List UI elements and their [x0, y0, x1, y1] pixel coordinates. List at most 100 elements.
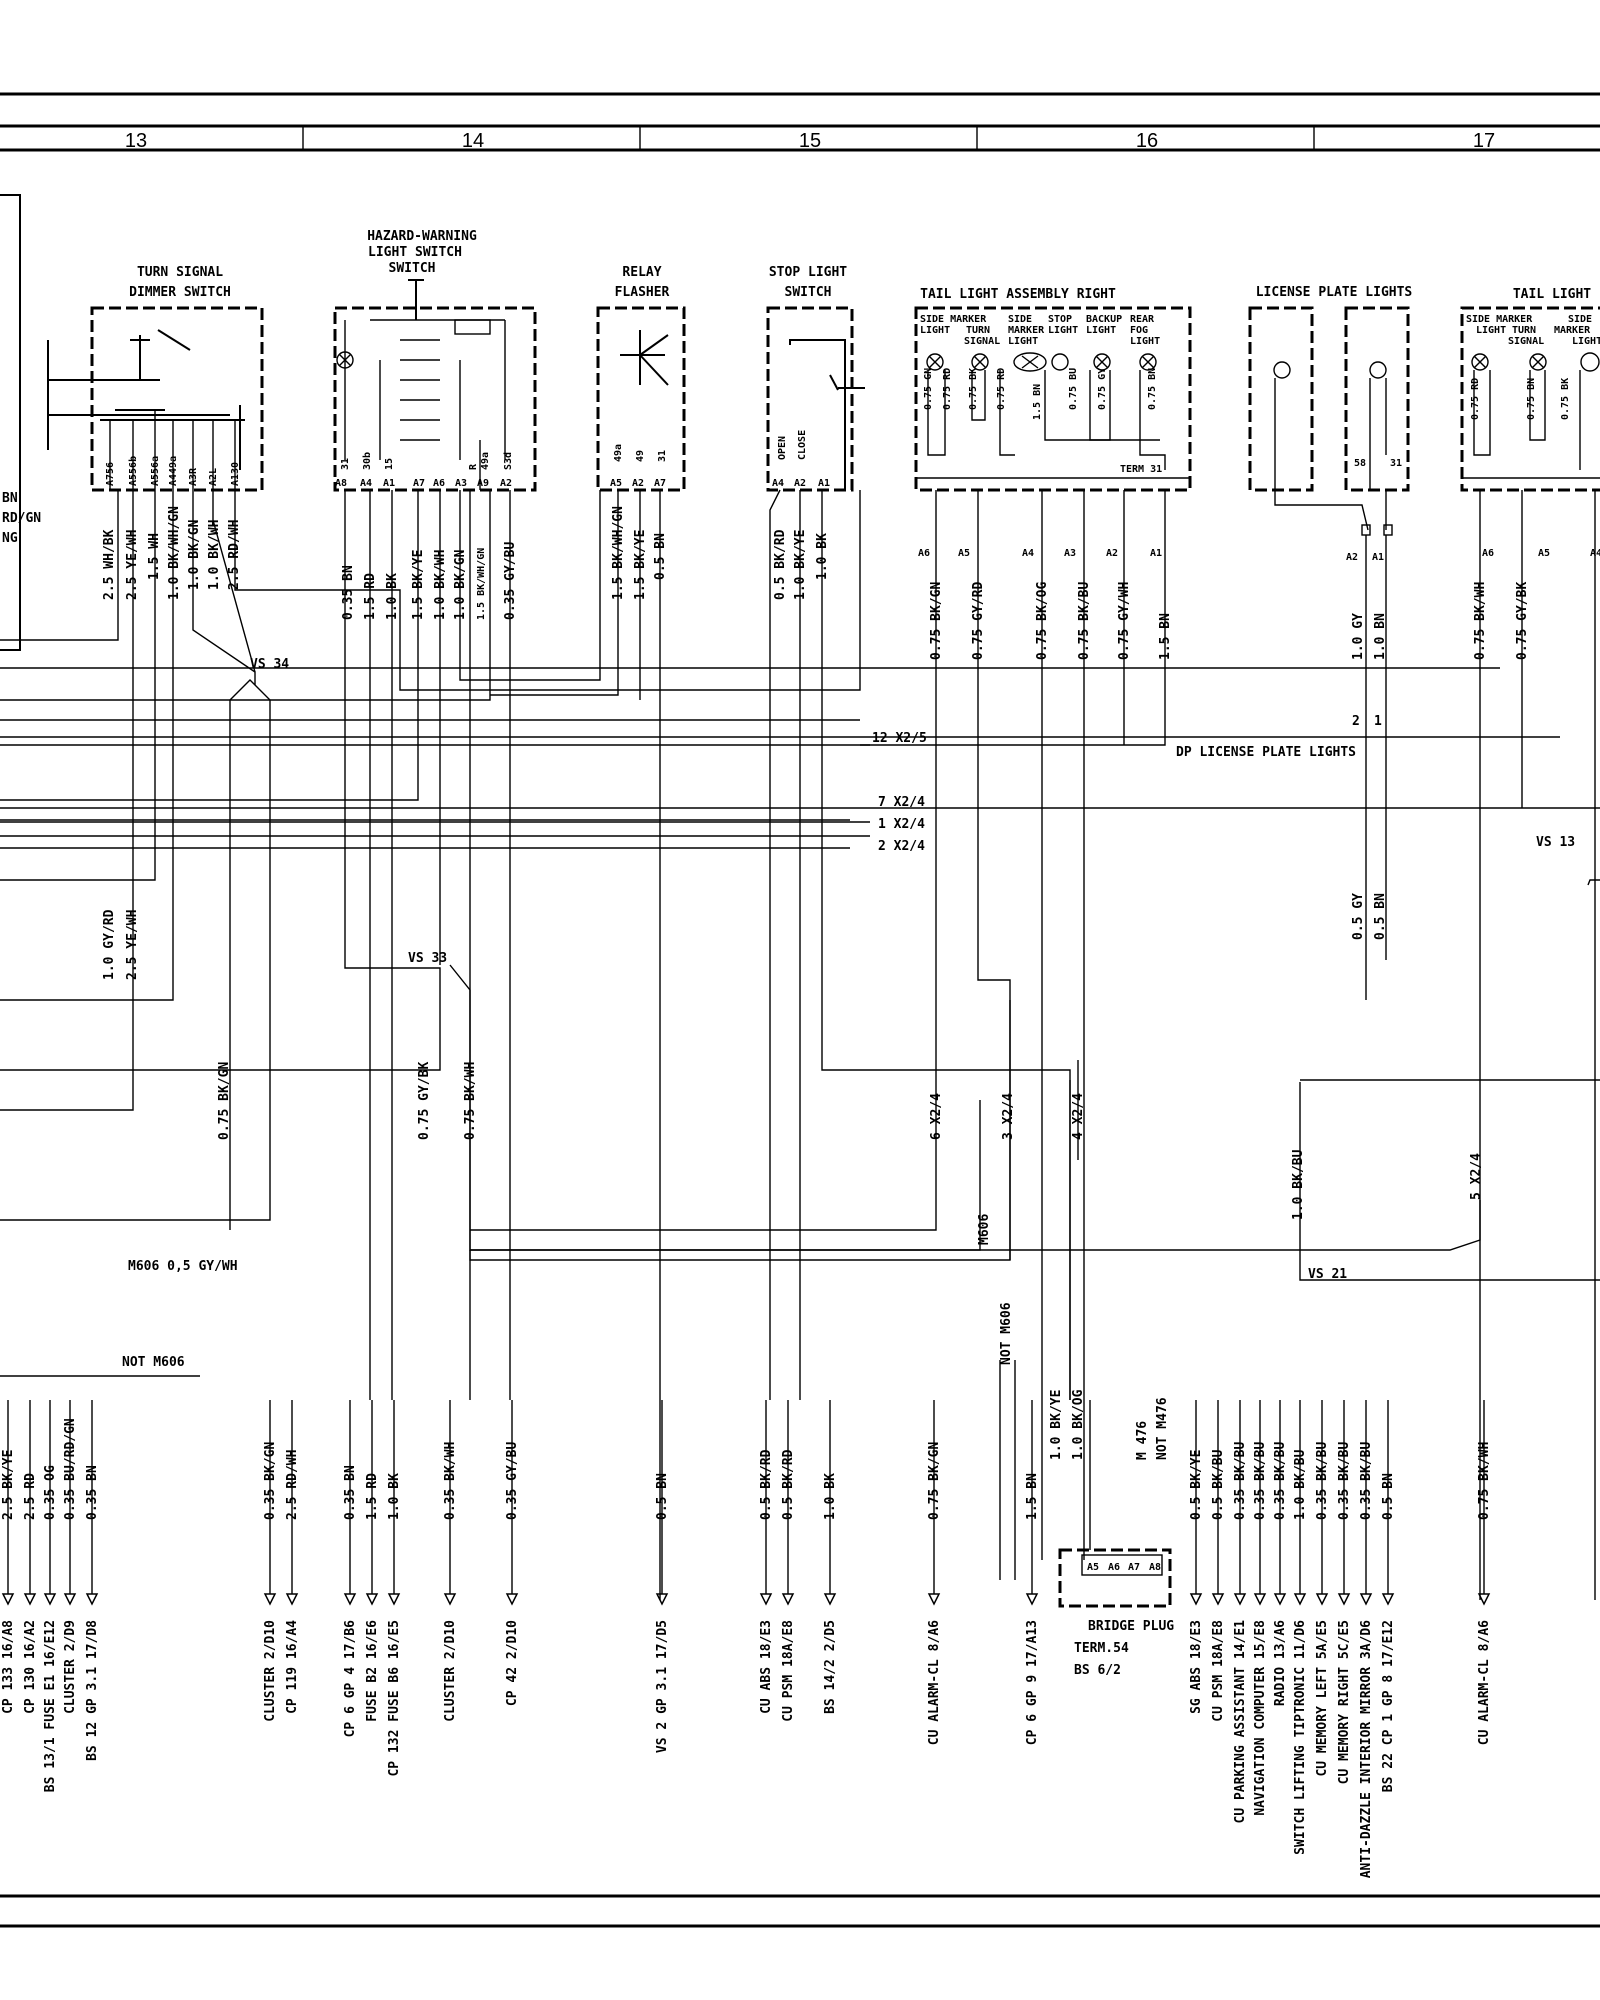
terminal-arrow-icon [1337, 1593, 1351, 1606]
bottom-wire-label: 0.75 BK/GN [927, 1442, 942, 1520]
hazard-wire-label: 0.35 BN [341, 565, 356, 620]
mid-wire-label: 0.75 BK/GN [217, 1062, 232, 1140]
destination-label: CP 6 GP 9 17/A13 [1025, 1620, 1040, 1745]
tail-right-inner-wire: 0.75 GN [923, 368, 934, 410]
stop-title-1: STOP LIGHT [769, 265, 847, 280]
bridge-pin: A8 [1149, 1562, 1161, 1573]
tail-right-wires [860, 490, 1166, 1160]
relay-pin-top: 49 [635, 450, 646, 462]
stop-pin-bottom: A2 [794, 478, 806, 489]
tail-right-term: TERM 31 [1120, 464, 1162, 475]
bottom-wire-label: 1.5 RD [365, 1473, 380, 1520]
license-pin-num: 1 [1374, 714, 1382, 729]
license-pin-top: 58 [1354, 458, 1366, 469]
terminal-arrow-icon [285, 1593, 299, 1606]
turn-wire-label: 1.5 WH [147, 533, 162, 580]
bottom-wire-label: 0.35 OG [43, 1465, 58, 1520]
lamp-label: SIDE [1008, 314, 1032, 325]
hazard-pin-bottom: A4 [360, 478, 372, 489]
hazard-wire-label: 1.5 RD [363, 573, 378, 620]
destination-label: CU MEMORY LEFT 5A/E5 [1315, 1620, 1330, 1777]
terminal-arrow-icon [823, 1593, 837, 1606]
license-wire: 1.0 GY [1351, 613, 1366, 660]
turn-signal-pin: A556b [128, 456, 139, 486]
terminal-arrow-icon [655, 1593, 669, 1606]
hazard-pins: 31 30b 15 R 49a S3d A8 A4 A1 A7 A6 A3 A9… [335, 452, 514, 489]
grid-col-15: 15 [799, 130, 821, 152]
relay-wire-label: 1.5 BK/YE [633, 530, 648, 600]
turn-wire-label: 2.5 WH/BK [102, 529, 117, 600]
hazard-pin-bottom: A1 [383, 478, 395, 489]
terminal-arrow-icon [263, 1593, 277, 1606]
bottom-wire-label: 0.35 BK/BU [1253, 1442, 1268, 1520]
turn-signal-wires [0, 490, 1560, 1111]
x-vertical-label: 5 X2/4 [1469, 1153, 1484, 1200]
left-wire-1: BN [2, 491, 18, 506]
lamp-label: LIGHT [1086, 325, 1116, 336]
bottom-wire-label: 2.5 RD/WH [285, 1450, 300, 1520]
tail-right-inner-wire: 0.75 BK [968, 368, 979, 410]
destination-label: SWITCH LIFTING TIPTRONIC 11/D6 [1293, 1620, 1308, 1855]
terminal-arrow-icon [1293, 1593, 1307, 1606]
tail-left-wire: 0.75 BK/WH [1473, 582, 1488, 660]
hazard-warning-switch: HAZARD-WARNING LIGHT SWITCH SWITCH [333, 229, 537, 492]
license-pin-bottom: A1 [1372, 552, 1384, 563]
x-label: 2 X2/4 [878, 839, 925, 854]
tail-left-inner-wire: 0.75 RD [1470, 378, 1481, 420]
terminal-arrow-icon [1, 1593, 15, 1606]
destination-label: CU ALARM-CL 8/A6 [927, 1620, 942, 1745]
bottom-wire-label: 1.0 BK/BU [1293, 1449, 1308, 1520]
terminal-arrow-icon [781, 1593, 795, 1606]
tail-right-pin: A6 [918, 548, 930, 559]
x-vertical-label: 3 X2/4 [1001, 1093, 1016, 1140]
tail-light-left: TAIL LIGHT SIDE MARKER LIGHT TURN SIGNAL… [1460, 287, 1600, 559]
bottom-wire-label: 2.5 RD [23, 1473, 38, 1520]
splice-vs34: VS 34 [250, 657, 289, 672]
license-pin-top: 31 [1390, 458, 1402, 469]
x-vertical-label: 4 X2/4 [1071, 1093, 1086, 1140]
hazard-title-1: HAZARD-WARNING [367, 229, 477, 244]
lamp-label: SIDE MARKER [1466, 314, 1533, 325]
hazard-title-3: SWITCH [389, 261, 436, 276]
relay-pin-bottom: A5 [610, 478, 622, 489]
turn-signal-dimmer-switch: TURN SIGNAL DIMMER SWITCH [47, 265, 264, 492]
relay-pin-bottom: A7 [654, 478, 666, 489]
grid-col-16: 16 [1136, 130, 1158, 152]
turn-wire-label: 2.5 RD/WH [227, 520, 242, 590]
destination-label: CU ABS 18/E3 [759, 1620, 774, 1714]
destination-label: BS 14/2 2/D5 [823, 1620, 838, 1714]
relay-pin-top: 31 [657, 450, 668, 462]
tail-right-pins: A6 A5 A4 A3 A2 A1 [918, 548, 1162, 559]
lamp-label: SIGNAL [1508, 336, 1544, 347]
hazard-pin-bottom: A8 [335, 478, 347, 489]
mid-wire-label: 1.0 GY/RD [102, 909, 117, 980]
bridge-label: BS 6/2 [1074, 1663, 1121, 1678]
lamp-label: SIGNAL [964, 336, 1000, 347]
bottom-wire-label: 1.5 BN [1025, 1473, 1040, 1520]
terminal-arrow-icon [1273, 1593, 1287, 1606]
license-wire-lower: 0.5 BN [1373, 893, 1388, 940]
grid-dividers [302, 126, 1315, 150]
bridge-pin: A7 [1128, 1562, 1140, 1573]
destination-label: CU PSM 18A/E8 [781, 1620, 796, 1722]
lamp-label: LIGHT [1572, 336, 1600, 347]
tail-right-inner-wire: 1.5 BN [1032, 384, 1043, 420]
bridge-wire: 1.0 BK/OG [1071, 1389, 1086, 1460]
hazard-pin-bottom: A6 [433, 478, 445, 489]
turn-signal-pin: A556a [150, 456, 161, 486]
lamp-label: TURN [966, 325, 990, 336]
bridge-pin: A6 [1108, 1562, 1120, 1573]
mid-wire-label: 0.75 GY/BK [417, 1062, 432, 1140]
turn-signal-title-2: DIMMER SWITCH [129, 285, 231, 300]
lamp-label: FOG [1130, 325, 1148, 336]
tail-right-wire: 1.5 BN [1158, 613, 1173, 660]
bottom-wire-label: 0.35 BK/BU [1273, 1442, 1288, 1520]
tail-left-pin: A6 [1482, 548, 1494, 559]
m606-label: M606 0,5 GY/WH [128, 1259, 238, 1274]
bottom-wire-label: 1.0 BK [823, 1473, 838, 1520]
hazard-pin-top: 31 [340, 458, 351, 470]
relay-title-1: RELAY [622, 265, 661, 280]
turn-signal-pin: A130 [230, 462, 241, 486]
terminal-arrow-icon [1253, 1593, 1267, 1606]
destination-label: CP 132 FUSE B6 16/E5 [387, 1620, 402, 1777]
